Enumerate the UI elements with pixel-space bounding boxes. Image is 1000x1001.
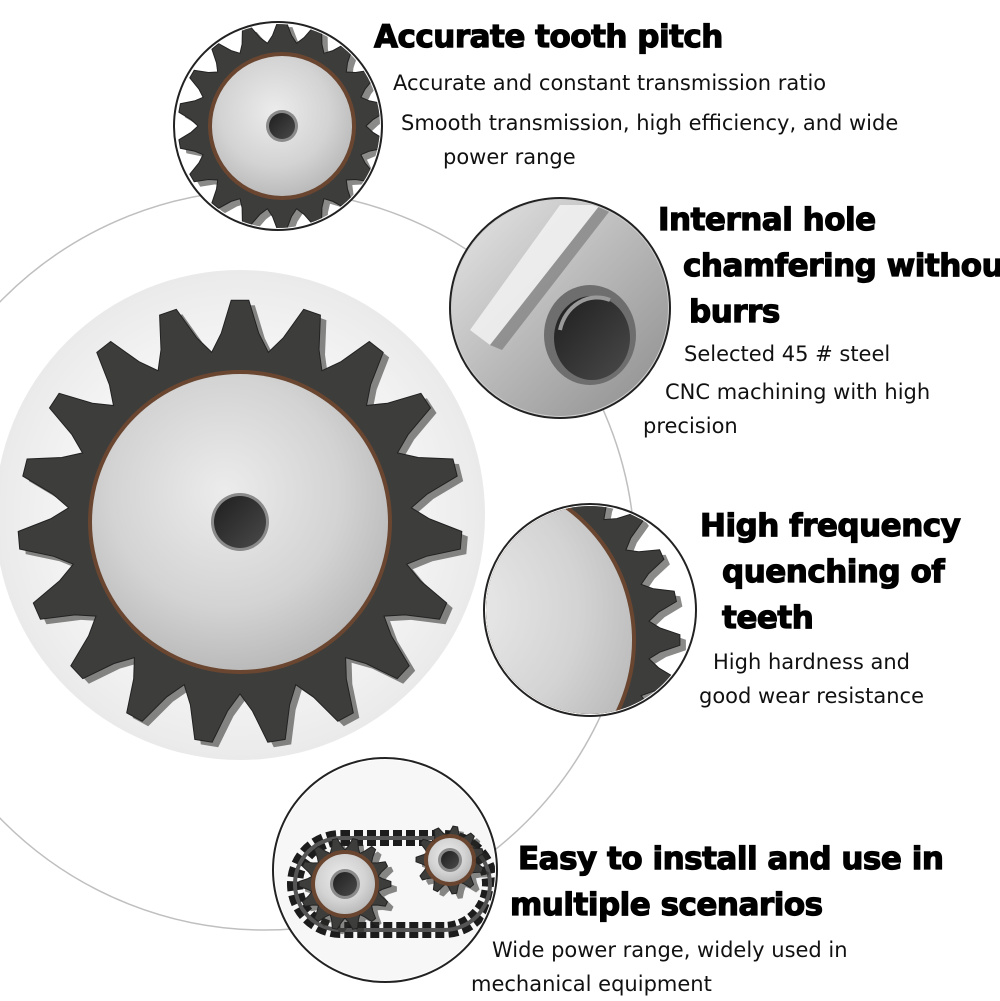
feature-desc: Accurate and constant transmission ratio [393, 71, 827, 95]
feature-title: Accurate tooth pitch [373, 18, 724, 55]
feature-desc: good wear resistance [699, 684, 924, 708]
feature-desc: Smooth transmission, high efficiency, an… [401, 111, 899, 135]
quenched-teeth-icon [483, 503, 697, 717]
feature-desc: High hardness and [713, 650, 911, 674]
chain-drive-icon [272, 757, 498, 983]
feature-desc: precision [643, 414, 738, 438]
feature-title: Internal hole [657, 201, 876, 238]
feature-title: chamfering without [682, 247, 1000, 284]
feature-desc: CNC machining with high [665, 380, 931, 404]
feature-desc: Wide power range, widely used in [492, 938, 848, 962]
small-sprocket-icon [173, 21, 383, 231]
chamfered-bore-icon [449, 197, 671, 419]
feature-title: High frequency [699, 507, 961, 544]
large-sprocket-icon [17, 299, 468, 748]
feature-desc: mechanical equipment [471, 972, 712, 996]
feature-desc: Selected 45 # steel [684, 342, 891, 366]
feature-title: Easy to install and use in [517, 840, 944, 877]
feature-title: quenching of [721, 553, 945, 590]
feature-title: multiple scenarios [509, 886, 823, 923]
feature-desc: power range [443, 145, 576, 169]
feature-title: burrs [688, 293, 780, 330]
feature-title: teeth [721, 599, 814, 636]
